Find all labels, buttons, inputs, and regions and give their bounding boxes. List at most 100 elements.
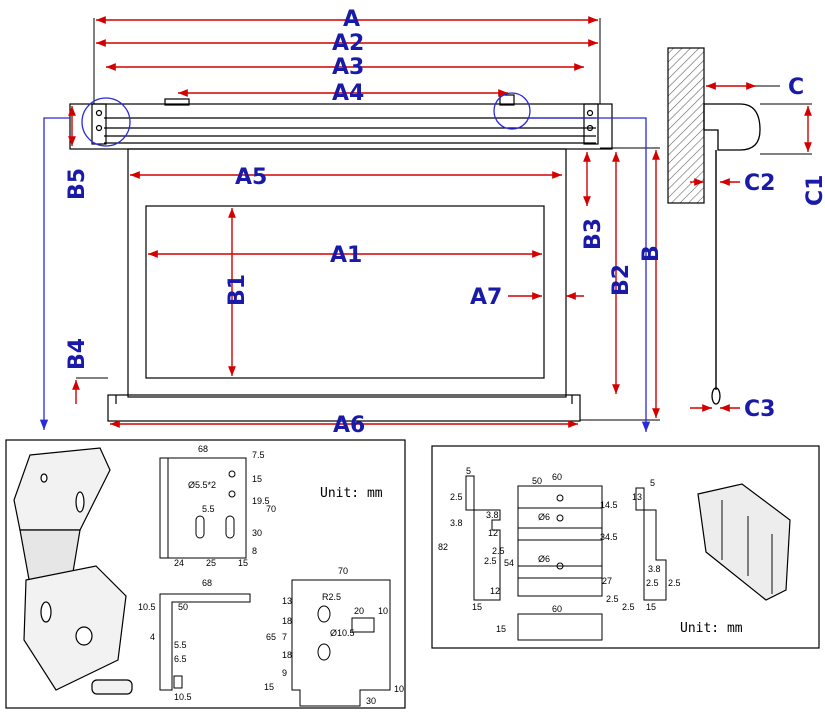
screen-viewable-area — [145, 205, 545, 379]
svg-text:68: 68 — [202, 578, 212, 588]
svg-text:2.5: 2.5 — [450, 492, 463, 502]
svg-text:12: 12 — [488, 528, 498, 538]
svg-text:2.5: 2.5 — [622, 602, 635, 612]
svg-text:10.5: 10.5 — [138, 602, 156, 612]
svg-text:R2.5: R2.5 — [322, 592, 341, 602]
svg-text:18: 18 — [282, 650, 292, 660]
flat-plate — [159, 457, 247, 559]
label-B3: B3 — [581, 218, 606, 250]
svg-text:Ø6: Ø6 — [538, 512, 550, 522]
label-A2: A2 — [332, 31, 364, 56]
svg-text:15: 15 — [472, 602, 482, 612]
svg-text:3.8: 3.8 — [486, 510, 499, 520]
bracket-side-2 — [635, 487, 667, 601]
label-C3: C3 — [744, 397, 775, 422]
housing-profile — [703, 103, 761, 151]
svg-text:60: 60 — [552, 472, 562, 482]
svg-text:14.5: 14.5 — [600, 500, 618, 510]
label-C2: C2 — [744, 171, 775, 196]
right-panel-dims: 5 2.5 3.8 3.8 82 12 2.5 2.5 12 15 54 50 … — [438, 466, 681, 634]
label-B: B — [639, 245, 664, 262]
svg-text:5.5: 5.5 — [174, 640, 187, 650]
svg-text:15: 15 — [264, 682, 274, 692]
svg-text:9: 9 — [282, 668, 287, 678]
svg-text:6.5: 6.5 — [174, 654, 187, 664]
svg-text:5: 5 — [650, 478, 655, 488]
wall — [667, 47, 705, 204]
svg-text:30: 30 — [366, 696, 376, 706]
label-A5: A5 — [235, 165, 267, 190]
svg-text:7.5: 7.5 — [252, 450, 265, 460]
svg-text:30: 30 — [252, 528, 262, 538]
svg-text:19.5: 19.5 — [252, 496, 270, 506]
svg-text:10: 10 — [378, 606, 388, 616]
dimension-arrows — [68, 16, 660, 428]
svg-text:70: 70 — [266, 504, 276, 514]
svg-text:20: 20 — [354, 606, 364, 616]
svg-text:2.5: 2.5 — [484, 556, 497, 566]
svg-text:10.5: 10.5 — [174, 692, 192, 702]
svg-text:Ø6: Ø6 — [538, 554, 550, 564]
label-A3: A3 — [332, 55, 364, 80]
label-A7: A7 — [470, 285, 502, 310]
svg-text:5.5: 5.5 — [202, 504, 215, 514]
svg-text:15: 15 — [238, 558, 248, 568]
bracket-front — [517, 485, 603, 597]
right-bracket-panel: Unit: mm 5 2.5 3.8 3.8 82 12 2.5 2.5 12 … — [431, 445, 820, 649]
svg-text:54: 54 — [504, 558, 514, 568]
svg-text:2.5: 2.5 — [606, 594, 619, 604]
svg-text:5: 5 — [466, 466, 471, 476]
screen-housing — [69, 103, 613, 150]
svg-text:15: 15 — [646, 602, 656, 612]
svg-text:7: 7 — [282, 632, 287, 642]
bottom-plate — [291, 579, 391, 707]
svg-text:18: 18 — [282, 616, 292, 626]
svg-text:Ø5.5*2: Ø5.5*2 — [188, 480, 216, 490]
label-A6: A6 — [333, 413, 365, 438]
label-A4: A4 — [332, 81, 364, 106]
svg-text:34.5: 34.5 — [600, 532, 618, 542]
svg-text:8: 8 — [252, 546, 257, 556]
svg-text:15: 15 — [252, 474, 262, 484]
screen-front-view — [69, 94, 613, 422]
svg-text:27: 27 — [602, 576, 612, 586]
svg-text:50: 50 — [532, 476, 542, 486]
svg-text:15: 15 — [496, 624, 506, 634]
detail-leaders — [39, 92, 651, 432]
svg-text:2.5: 2.5 — [668, 578, 681, 588]
right-unit-label: Unit: mm — [680, 621, 743, 636]
bracket-top — [517, 613, 603, 641]
left-bracket — [91, 103, 107, 145]
svg-text:3.8: 3.8 — [450, 518, 463, 528]
svg-text:Ø10.5: Ø10.5 — [330, 628, 355, 638]
right-bracket — [583, 103, 599, 145]
bracket-iso-1 — [13, 447, 111, 531]
svg-text:50: 50 — [178, 602, 188, 612]
left-panel-dims: 68 7.5 15 Ø5.5*2 19.5 70 5.5 30 8 24 25 … — [138, 444, 404, 706]
bracket-iso-2 — [23, 565, 127, 691]
svg-text:2.5: 2.5 — [492, 546, 505, 556]
label-C: C — [788, 75, 804, 100]
label-B1: B1 — [225, 274, 250, 306]
bracket-side-profile — [465, 475, 501, 601]
svg-text:3.8: 3.8 — [648, 564, 661, 574]
svg-text:82: 82 — [438, 542, 448, 552]
svg-text:4: 4 — [150, 632, 155, 642]
svg-text:60: 60 — [552, 604, 562, 614]
svg-text:13: 13 — [632, 492, 642, 502]
svg-text:10: 10 — [394, 684, 404, 694]
svg-text:25: 25 — [206, 558, 216, 568]
screen-black-border — [127, 148, 567, 398]
l-bracket-profile — [159, 593, 251, 691]
svg-text:12: 12 — [490, 586, 500, 596]
label-B2: B2 — [609, 264, 634, 296]
svg-text:2.5: 2.5 — [646, 578, 659, 588]
left-bracket-panel: Unit: mm 68 7.5 15 Ø5.5*2 19.5 70 5.5 30… — [5, 439, 406, 709]
svg-text:24: 24 — [174, 558, 184, 568]
label-B5: B5 — [65, 168, 90, 200]
svg-text:68: 68 — [198, 444, 208, 454]
svg-text:65: 65 — [266, 632, 276, 642]
main-labels: A A2 A3 A4 A5 A1 A6 A7 B1 B3 B2 B B4 B5 … — [65, 7, 825, 438]
